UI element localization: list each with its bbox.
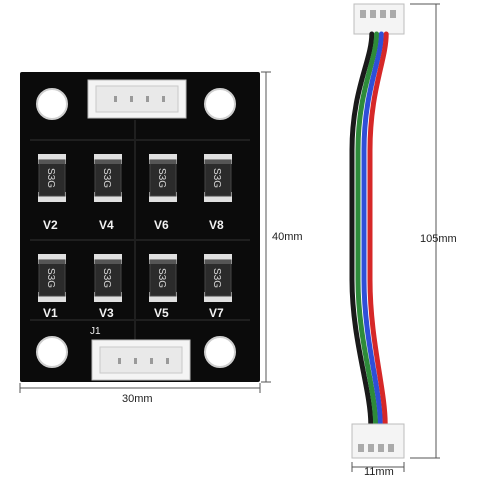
diode: S3G (38, 154, 66, 202)
mounting-holes (36, 88, 236, 368)
chip-marking: S3G (45, 168, 56, 188)
pcb-traces (30, 120, 250, 360)
chip-marking: S3G (156, 168, 167, 188)
chip-marking: S3G (211, 268, 222, 288)
mounting-hole (36, 336, 68, 368)
height-dimension-line (261, 71, 271, 383)
cable (349, 3, 405, 459)
cable-top-plug (353, 3, 405, 35)
diode: S3G (94, 154, 122, 202)
diode-label-v8: V8 (209, 218, 224, 232)
diode-label-v7: V7 (209, 306, 224, 320)
cable-width-dimension-line (351, 462, 405, 472)
top-connector (87, 79, 187, 119)
bottom-connector (91, 339, 191, 381)
diode: S3G (149, 154, 177, 202)
diode: S3G (94, 254, 122, 302)
board-height-label: 40mm (272, 231, 303, 243)
cable-length-dimension-line (410, 3, 440, 459)
mounting-hole (204, 336, 236, 368)
diode: S3G (204, 254, 232, 302)
diode: S3G (38, 254, 66, 302)
mounting-hole (204, 88, 236, 120)
board-width-label: 30mm (122, 393, 153, 405)
wire (355, 31, 380, 427)
cable-width-label: 11mm (364, 466, 394, 478)
cable-bottom-plug (351, 423, 405, 459)
mounting-hole (36, 88, 68, 120)
diode-label-v6: V6 (154, 218, 169, 232)
diode-label-v4: V4 (99, 218, 114, 232)
connector-label: J1 (90, 326, 101, 337)
width-dimension-line (19, 383, 261, 393)
diode-label-v1: V1 (43, 306, 58, 320)
diode: S3G (204, 154, 232, 202)
wire (361, 31, 384, 427)
cable-length-label: 105mm (420, 233, 457, 245)
wire (349, 31, 375, 427)
chip-marking: S3G (101, 168, 112, 188)
cable-wires (349, 31, 389, 427)
chip-marking: S3G (101, 268, 112, 288)
chip-marking: S3G (45, 268, 56, 288)
diode-label-v2: V2 (43, 218, 58, 232)
diode-label-v3: V3 (99, 306, 114, 320)
diode-label-v5: V5 (154, 306, 169, 320)
pcb-board (20, 72, 260, 382)
diode-array: S3G S3G S3G S3G S3G S3G S3G S3G (38, 154, 232, 302)
diode: S3G (149, 254, 177, 302)
chip-marking: S3G (156, 268, 167, 288)
chip-marking: S3G (211, 168, 222, 188)
wire (367, 31, 389, 427)
